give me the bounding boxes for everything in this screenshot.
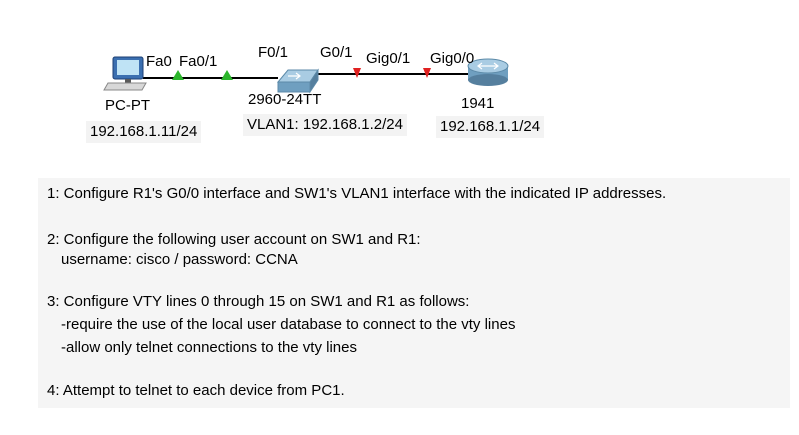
task-1: 1: Configure R1's G0/0 interface and SW1… [47,185,667,202]
pc-ip-address: 192.168.1.11/24 [86,121,202,143]
device-name-switch: 2960-24TT [248,91,322,108]
network-topology [103,56,509,94]
task-3-item-2: -allow only telnet connections to the vt… [61,339,357,356]
port-label-pc-fa0: Fa0 [146,53,172,70]
router-ip-address: 192.168.1.1/24 [436,116,545,138]
task-2-credentials: username: cisco / password: CCNA [61,251,298,268]
pc-icon[interactable] [103,56,147,91]
link-up-indicator-switch [221,70,233,80]
router-icon[interactable] [467,58,509,86]
task-3-item-1: -require the use of the local user datab… [61,316,516,333]
switch-icon[interactable] [276,68,319,94]
task-4: 4: Attempt to telnet to each device from… [47,382,345,399]
port-label-switch-g0-1: G0/1 [320,44,353,61]
link-down-indicator-switch [353,68,361,78]
device-name-router: 1941 [461,95,495,112]
port-label-router-gig0-0: Gig0/0 [430,50,475,67]
port-label-switch-fa0-1: Fa0/1 [179,53,218,70]
link-down-indicator-router [423,68,431,78]
task-2-title: 2: Configure the following user account … [47,231,421,248]
link-up-indicator-pc [172,70,184,80]
switch-ip-address: VLAN1: 192.168.1.2/24 [243,114,407,136]
task-instructions: 1: Configure R1's G0/0 interface and SW1… [38,178,790,408]
device-name-pc: PC-PT [105,97,150,114]
port-label-switch-f0-1: F0/1 [258,44,289,61]
task-3-title: 3: Configure VTY lines 0 through 15 on S… [47,293,470,310]
port-label-switch-gig0-1: Gig0/1 [366,50,411,67]
